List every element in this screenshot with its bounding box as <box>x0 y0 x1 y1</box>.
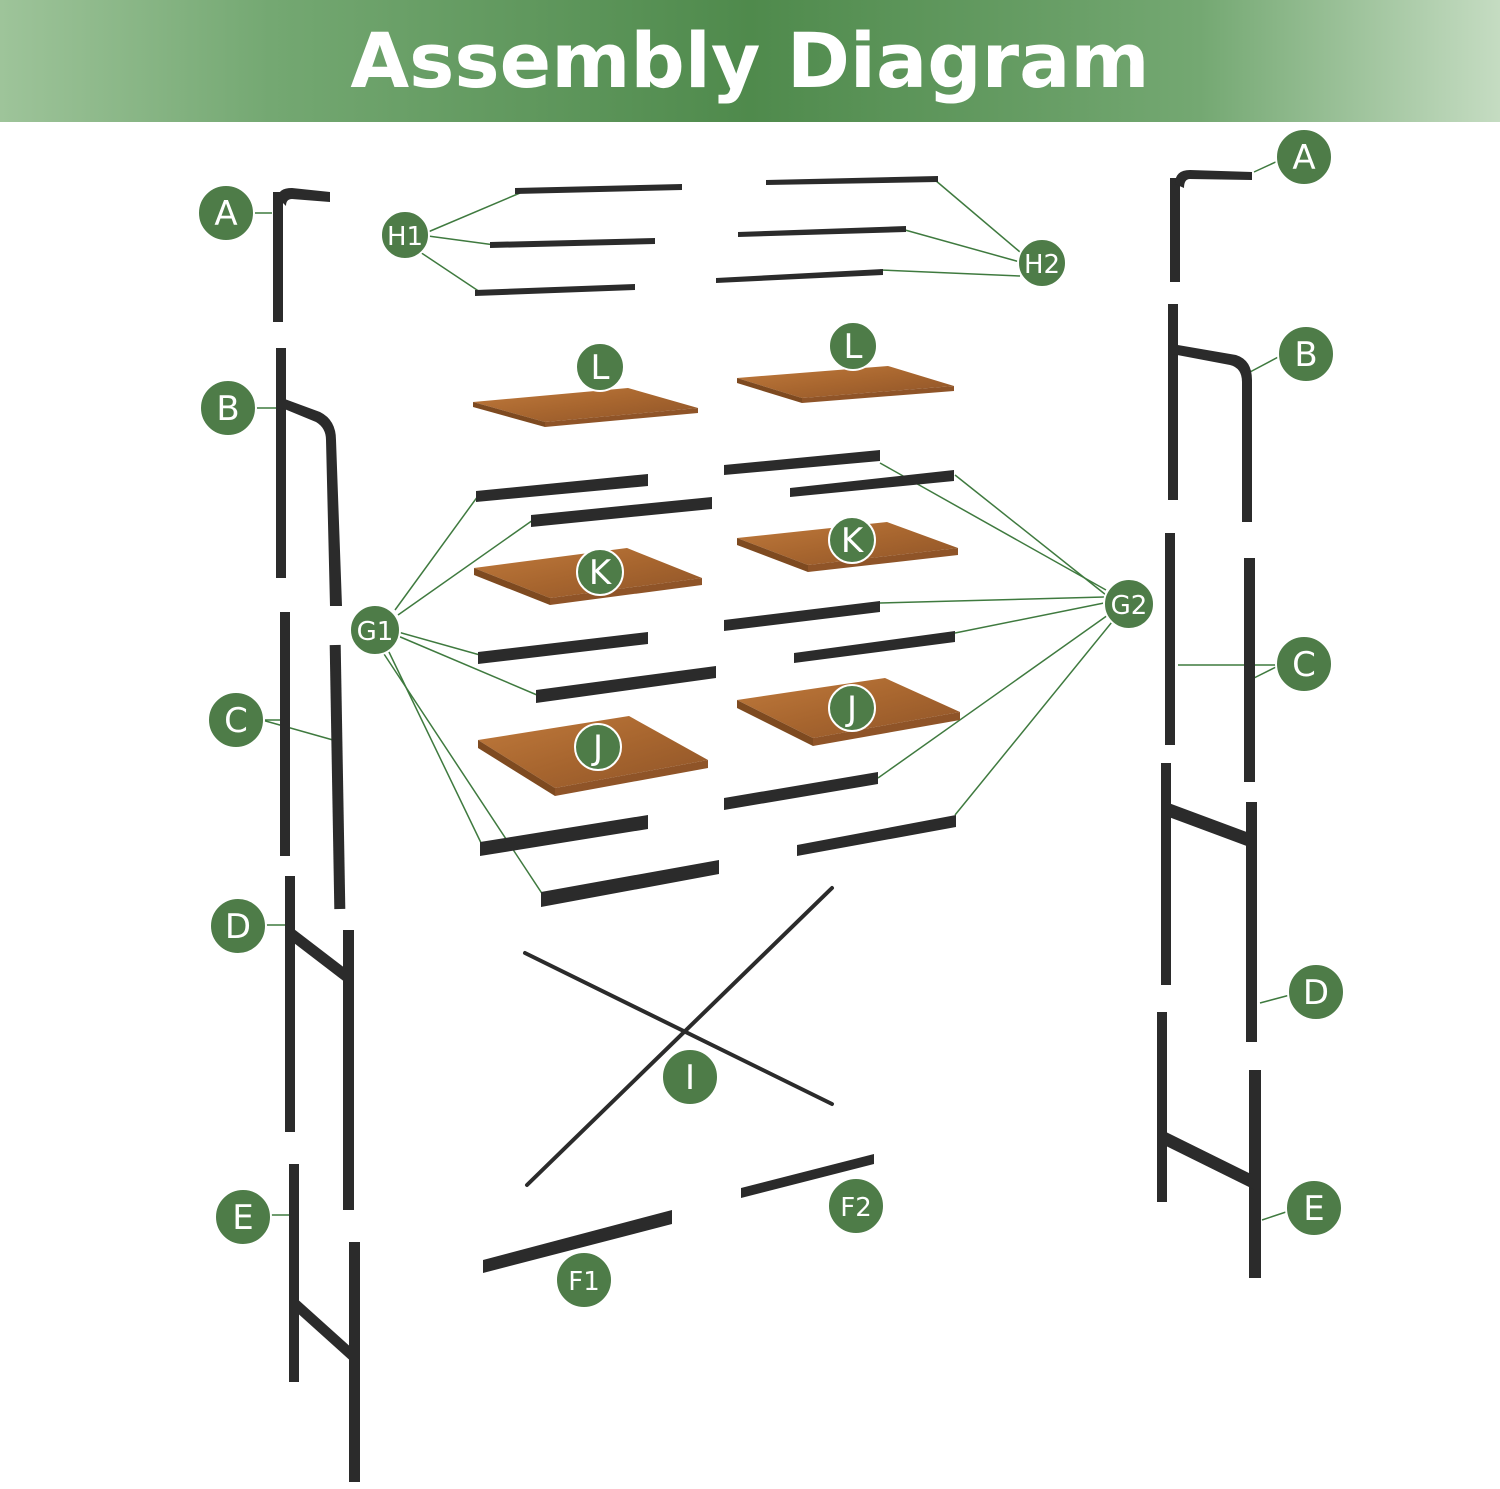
svg-text:C: C <box>224 701 248 741</box>
label-l-left: L <box>575 342 625 392</box>
svg-text:G1: G1 <box>357 617 394 647</box>
part-f2-rail <box>741 1154 874 1198</box>
part-f1-rail <box>483 1210 672 1273</box>
part-g2-rails <box>724 450 956 856</box>
part-b-right <box>1168 304 1252 522</box>
label-c-left: C <box>207 691 265 749</box>
label-e-left: E <box>214 1188 272 1246</box>
part-c-right <box>1165 533 1255 782</box>
label-d-left: D <box>209 897 267 955</box>
part-c-left <box>280 612 346 910</box>
part-b-left <box>276 348 342 606</box>
svg-text:H1: H1 <box>387 222 423 252</box>
shelf-j-left <box>478 716 708 796</box>
label-b-right: B <box>1277 325 1335 383</box>
svg-text:K: K <box>841 521 865 561</box>
svg-text:J: J <box>591 728 603 768</box>
svg-text:L: L <box>591 348 610 388</box>
shelf-l-right <box>737 366 954 403</box>
part-h1-rails <box>475 184 682 296</box>
svg-text:E: E <box>1303 1189 1324 1229</box>
label-h2: H2 <box>1017 238 1067 288</box>
label-j-right: J <box>828 684 876 732</box>
label-h1: H1 <box>380 210 430 260</box>
part-d-right <box>1161 763 1257 1042</box>
label-k-left: K <box>576 548 624 596</box>
label-b-left: B <box>199 379 257 437</box>
part-i-cross-brace <box>523 886 834 1187</box>
label-c-right: C <box>1275 635 1333 693</box>
svg-text:I: I <box>685 1058 695 1098</box>
svg-text:B: B <box>1294 335 1317 375</box>
part-a-left <box>273 188 330 322</box>
svg-text:A: A <box>214 194 237 234</box>
label-a-left: A <box>197 184 255 242</box>
svg-text:H2: H2 <box>1024 250 1060 280</box>
svg-text:D: D <box>1303 973 1329 1013</box>
svg-text:B: B <box>216 389 239 429</box>
svg-text:F2: F2 <box>840 1193 872 1223</box>
svg-text:C: C <box>1292 645 1316 685</box>
svg-text:J: J <box>845 689 857 729</box>
part-g1-rails <box>476 474 719 907</box>
label-d-right: D <box>1287 963 1345 1021</box>
label-f2: F2 <box>827 1177 885 1235</box>
svg-text:E: E <box>232 1198 253 1238</box>
part-a-right <box>1170 170 1252 282</box>
label-g2: G2 <box>1103 578 1155 630</box>
svg-text:F1: F1 <box>568 1267 600 1297</box>
label-k-right: K <box>828 516 876 564</box>
title-banner <box>0 0 1500 122</box>
label-f1: F1 <box>555 1251 613 1309</box>
page-title: Assembly Diagram <box>350 16 1150 105</box>
part-d-left <box>285 876 354 1210</box>
shelf-l-left <box>473 388 698 427</box>
part-e-left <box>289 1164 360 1482</box>
label-j-left: J <box>574 723 622 771</box>
label-i: I <box>661 1048 719 1106</box>
label-g1: G1 <box>349 604 401 656</box>
svg-text:K: K <box>589 553 613 593</box>
svg-text:D: D <box>225 907 251 947</box>
part-h2-rails <box>716 176 938 283</box>
svg-text:G2: G2 <box>1111 591 1148 621</box>
svg-text:L: L <box>844 327 863 367</box>
part-e-right <box>1157 1012 1261 1278</box>
svg-text:A: A <box>1292 138 1315 178</box>
label-a-right: A <box>1275 128 1333 186</box>
label-l-right: L <box>828 321 878 371</box>
leader-lines <box>250 159 1293 1221</box>
label-e-right: E <box>1285 1179 1343 1237</box>
